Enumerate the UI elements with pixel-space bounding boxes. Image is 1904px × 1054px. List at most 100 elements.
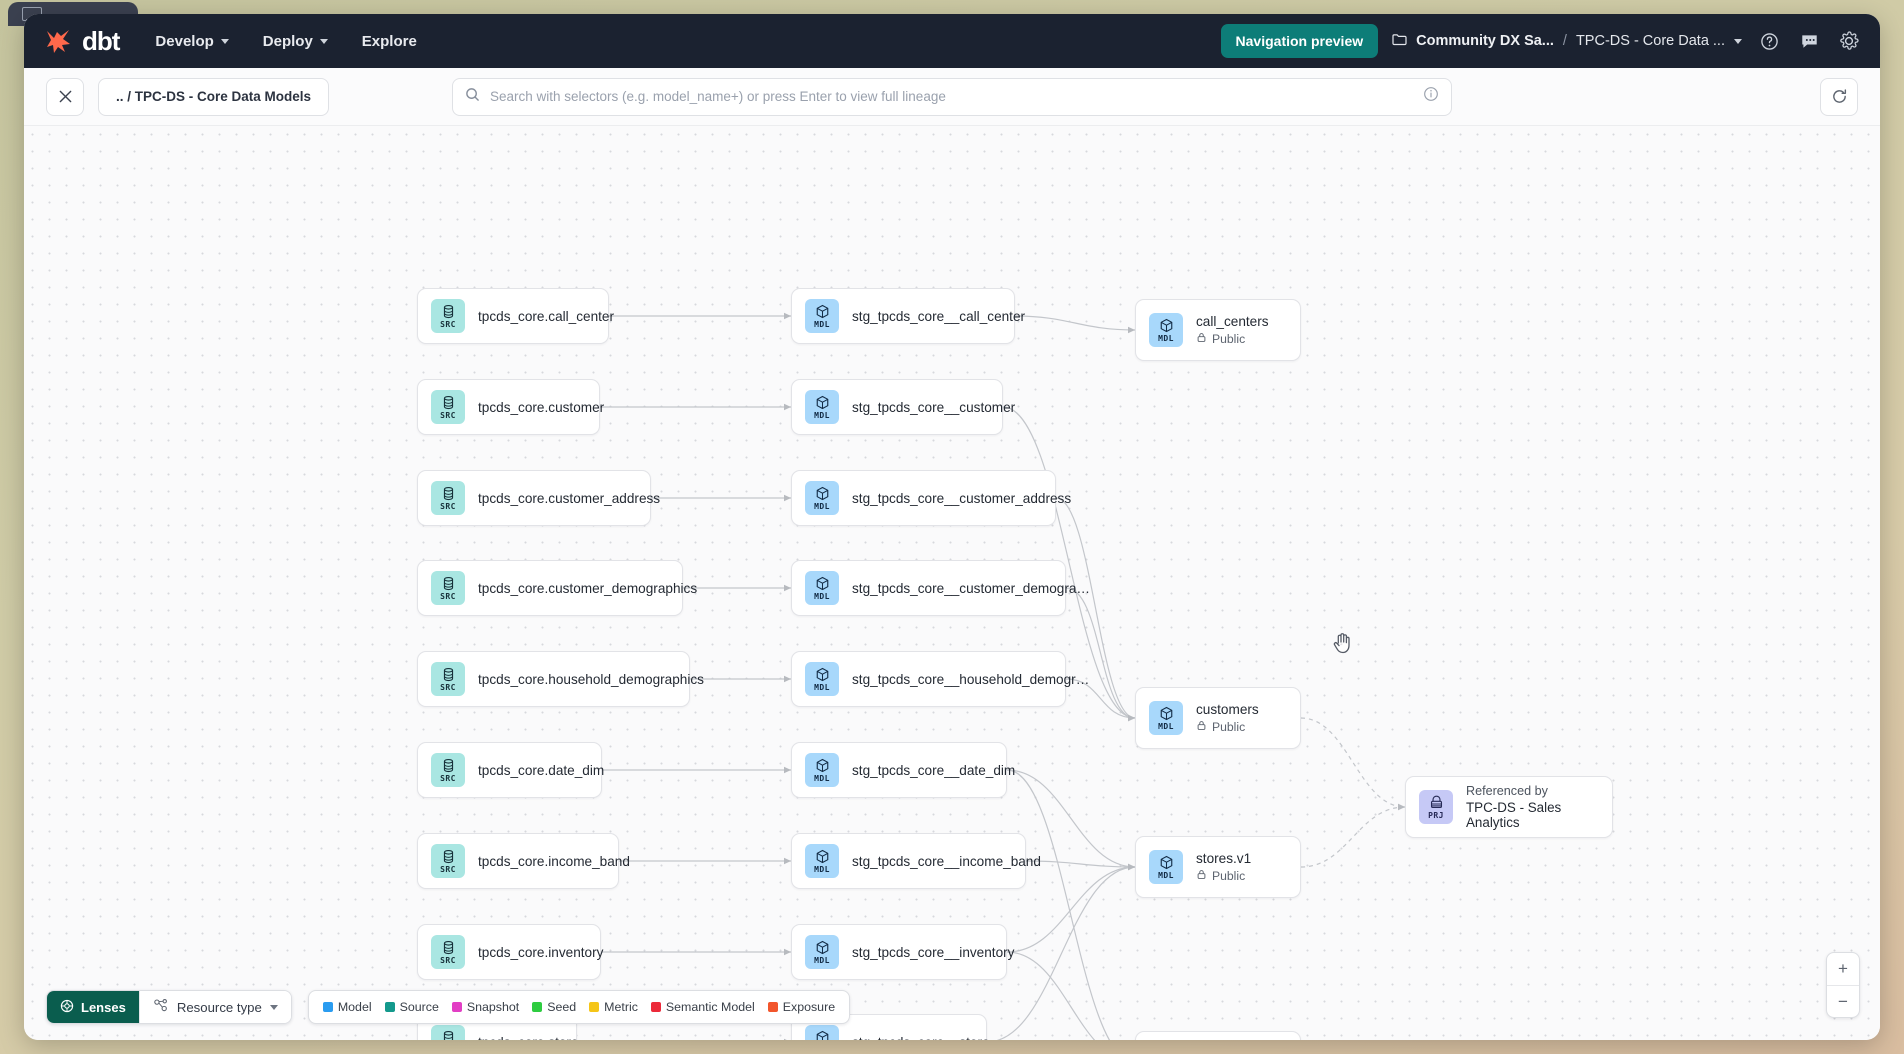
legend-label: Semantic Model xyxy=(665,1000,755,1014)
breadcrumb-separator: / xyxy=(1562,33,1567,49)
node-access-badge: Public xyxy=(1196,869,1251,883)
src-type-icon: SRC xyxy=(431,935,465,969)
breadcrumb-account[interactable]: Community DX Sa... xyxy=(1416,33,1554,49)
legend-item-exposure[interactable]: Exposure xyxy=(767,1000,835,1014)
lineage-node-mdl-inventory[interactable]: MDL stg_tpcds_core__inventory xyxy=(791,924,1014,980)
node-body: stg_tpcds_core__store xyxy=(852,1035,990,1041)
dbt-logo[interactable]: dbt xyxy=(44,26,120,57)
toolbar-right-group xyxy=(1820,77,1858,116)
zoom-in-button[interactable]: + xyxy=(1838,959,1848,978)
node-title: stg_tpcds_core__date_dim xyxy=(852,762,1016,778)
node-title: tpcds_core.income_band xyxy=(478,853,630,869)
navigation-preview-button[interactable]: Navigation preview xyxy=(1220,24,1379,58)
legend-label: Seed xyxy=(547,1000,577,1014)
mdl-type-icon: MDL xyxy=(805,481,839,515)
node-access-label: Public xyxy=(1212,869,1246,883)
node-access-badge: Public xyxy=(1196,720,1259,734)
node-body: tpcds_core.customer xyxy=(478,400,604,415)
resource-type-legend: Model Source Snapshot Seed Metric Semantic Mo… xyxy=(307,990,851,1024)
mdl-type-icon: MDL xyxy=(805,662,839,696)
lock-icon xyxy=(1196,869,1207,883)
src-type-icon: SRC xyxy=(431,753,465,787)
nav-item-explore[interactable]: Explore xyxy=(360,28,419,55)
chevron-down-icon xyxy=(220,38,229,44)
node-body: tpcds_core.income_band xyxy=(478,853,630,869)
lineage-node-mdl-household-demographics[interactable]: MDL stg_tpcds_core__household_demogr… xyxy=(791,651,1090,707)
node-project-name: TPC-DS - Sales Analytics xyxy=(1466,800,1562,830)
legend-swatch xyxy=(451,1002,462,1012)
gear-icon[interactable] xyxy=(1836,28,1862,54)
node-body: stg_tpcds_core__inventory xyxy=(852,945,1014,960)
node-title: tpcds_core.customer_address xyxy=(478,490,661,506)
zoom-out-button[interactable]: − xyxy=(1827,985,1859,1017)
lineage-breadcrumb-button[interactable]: .. / TPC-DS - Core Data Models xyxy=(98,77,330,116)
mdl-type-icon: MDL xyxy=(805,844,839,878)
mdl-type-icon: MDL xyxy=(805,935,839,969)
lock-icon xyxy=(1196,332,1207,346)
node-reference-label: Referenced by xyxy=(1466,784,1548,798)
node-body: Referenced by TPC-DS - Sales Analytics xyxy=(1466,784,1596,830)
lineage-node-mdl-income-band[interactable]: MDL stg_tpcds_core__income_band xyxy=(791,833,1041,889)
close-button[interactable] xyxy=(46,77,84,116)
legend-label: Source xyxy=(399,1000,439,1014)
node-title: tpcds_core.date_dim xyxy=(478,762,605,778)
lineage-node-src-date-dim[interactable]: SRC tpcds_core.date_dim xyxy=(417,742,605,798)
node-body: tpcds_core.inventory xyxy=(478,945,603,960)
search-input[interactable] xyxy=(490,89,1413,104)
mdl-type-icon: MDL xyxy=(805,299,839,333)
info-icon[interactable] xyxy=(1423,86,1439,107)
nav-item-deploy[interactable]: Deploy xyxy=(261,28,330,55)
node-title: stg_tpcds_core__store xyxy=(852,1035,990,1041)
top-nav-links: Develop Deploy Explore xyxy=(153,28,418,55)
legend-item-seed[interactable]: Seed xyxy=(532,1000,576,1014)
legend-item-snapshot[interactable]: Snapshot xyxy=(451,1000,519,1014)
src-type-icon: SRC xyxy=(431,571,465,605)
search-bar[interactable] xyxy=(452,77,1452,116)
node-body: tpcds_core.customer_demographics xyxy=(478,581,697,596)
legend-item-source[interactable]: Source xyxy=(384,1000,439,1014)
lineage-node-src-customer-demographics[interactable]: SRC tpcds_core.customer_demographics xyxy=(417,560,697,616)
node-body: stg_tpcds_core__customer_address xyxy=(852,491,1071,506)
lenses-icon xyxy=(60,999,74,1016)
legend-swatch xyxy=(650,1002,661,1012)
resource-type-filter[interactable]: Resource type xyxy=(138,991,291,1023)
node-title: stg_tpcds_core__income_band xyxy=(852,853,1041,869)
chevron-down-icon xyxy=(269,1004,278,1010)
lock-icon xyxy=(1196,720,1207,734)
src-type-icon: SRC xyxy=(431,1025,465,1040)
lineage-node-src-inventory[interactable]: SRC tpcds_core.inventory xyxy=(417,924,603,980)
refresh-icon[interactable] xyxy=(1820,77,1858,116)
node-title: stg_tpcds_core__customer xyxy=(852,399,1016,415)
nav-item-develop[interactable]: Develop xyxy=(153,28,230,55)
node-access-label: Public xyxy=(1212,332,1246,346)
lineage-node-mdl-customer-address[interactable]: MDL stg_tpcds_core__customer_address xyxy=(791,470,1071,526)
node-title: stg_tpcds_core__household_demogr… xyxy=(852,671,1090,687)
legend-item-model[interactable]: Model xyxy=(322,1000,372,1014)
legend-item-metric[interactable]: Metric xyxy=(589,1000,638,1014)
feedback-icon[interactable] xyxy=(1796,28,1822,54)
node-title: stores.v1 xyxy=(1196,851,1252,866)
legend-label: Model xyxy=(337,1000,372,1014)
lenses-button[interactable]: Lenses xyxy=(47,991,139,1023)
breadcrumb-project[interactable]: TPC-DS - Core Data ... xyxy=(1575,33,1725,49)
help-icon[interactable] xyxy=(1756,28,1782,54)
legend-item-semantic-model[interactable]: Semantic Model xyxy=(650,1000,755,1014)
chevron-down-icon[interactable] xyxy=(1734,38,1742,44)
